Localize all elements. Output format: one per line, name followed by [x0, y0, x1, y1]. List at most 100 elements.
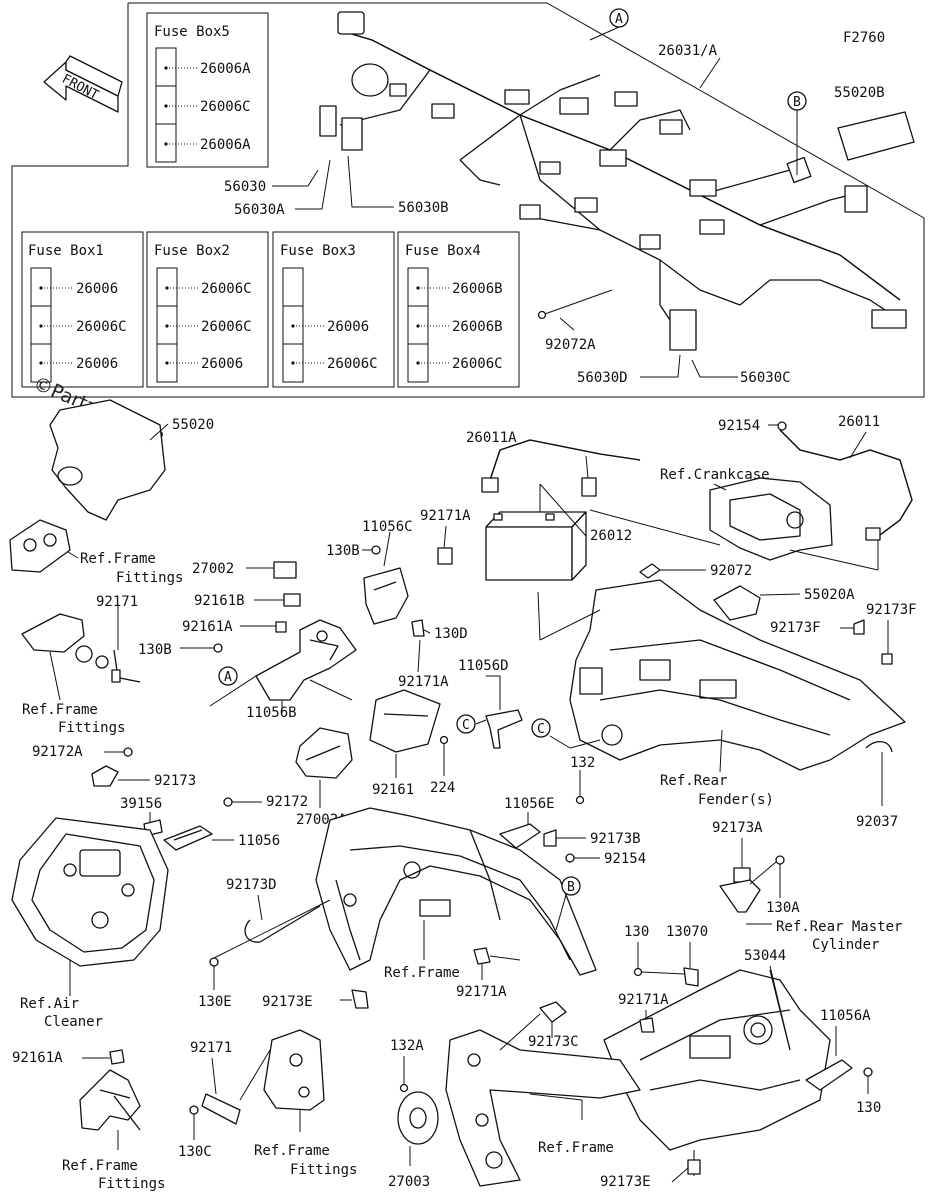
- part-label: 26031/A: [658, 43, 718, 59]
- fuse-part-number: 26006C: [327, 356, 378, 372]
- part-label: 56030: [224, 179, 266, 195]
- svg-text:A: A: [615, 12, 623, 27]
- part-label: Ref.Rear: [660, 773, 727, 789]
- part-26011a-cable: [481, 439, 641, 497]
- pad-55020b: [837, 111, 915, 161]
- part-label: 11056: [238, 833, 280, 849]
- part-label: 92171: [190, 1040, 232, 1056]
- callout-b-top: B: [787, 91, 807, 175]
- part-92161-ecu: [369, 689, 441, 753]
- fuse-box-title: Fuse Box2: [154, 243, 230, 259]
- part-label: 11056C: [362, 519, 413, 535]
- part-label: 56030A: [234, 202, 285, 218]
- front-arrow-icon: FRONT: [43, 55, 123, 113]
- fuse-box-title: Fuse Box4: [405, 243, 481, 259]
- part-label: 130C: [178, 1144, 212, 1160]
- part-label: 92173D: [226, 877, 277, 893]
- fuse-part-number: 26006C: [200, 99, 251, 115]
- part-label: 92172A: [32, 744, 83, 760]
- svg-text:B: B: [793, 95, 801, 110]
- part-11056a-bracket: [805, 1059, 853, 1091]
- part-55020: [49, 399, 166, 521]
- part-label: Ref.Frame: [254, 1143, 330, 1159]
- frame-fitting-left-upper: [9, 519, 71, 573]
- part-label: 92173A: [712, 820, 763, 836]
- harness-inset-frame: [11, 2, 925, 398]
- rear-master-cylinder-bracket: [719, 879, 761, 913]
- part-label: 92171: [96, 594, 138, 610]
- part-label: 56030B: [398, 200, 449, 216]
- part-label: 92072: [710, 563, 752, 579]
- part-label: 92161B: [194, 593, 245, 609]
- part-label: 130A: [766, 900, 800, 916]
- part-label: Ref.Frame: [384, 965, 460, 981]
- part-label: Fittings: [290, 1162, 357, 1178]
- part-label: 92173E: [600, 1174, 651, 1190]
- ref-air-cleaner: [11, 817, 169, 967]
- part-11056e-bracket: [499, 823, 541, 849]
- part-label: 27003: [388, 1174, 430, 1190]
- part-label: 92173C: [528, 1034, 579, 1050]
- fuse-part-number: 26006B: [452, 319, 503, 335]
- part-label: 11056B: [246, 705, 297, 721]
- part-label: Ref.Air: [20, 996, 79, 1012]
- part-label: 92161A: [182, 619, 233, 635]
- fuse-box-title: Fuse Box5: [154, 24, 230, 40]
- ref-frame-center: [315, 807, 597, 976]
- frame-fitting-left-lower: [79, 1069, 141, 1131]
- part-label: 130D: [434, 626, 468, 642]
- part-92171-strap: [201, 1093, 241, 1125]
- part-label: 92037: [856, 814, 898, 830]
- part-92171-holder: [21, 613, 141, 683]
- ref-frame-rear: [603, 969, 831, 1151]
- fuse-part-number: 26006: [76, 356, 118, 372]
- part-label: 92171A: [618, 992, 669, 1008]
- callout-c-right: C: [531, 718, 601, 749]
- part-label: 92161: [372, 782, 414, 798]
- part-label: 130: [856, 1100, 881, 1116]
- part-label: 130E: [198, 994, 232, 1010]
- fuse-part-number: 26006A: [200, 61, 251, 77]
- ref-frame-lower: [445, 1029, 641, 1187]
- part-26012-battery: [485, 511, 587, 581]
- part-label: 92171A: [420, 508, 471, 524]
- part-27003-horn: [397, 1091, 439, 1145]
- part-label: 92173F: [866, 602, 917, 618]
- part-55020a: [713, 585, 761, 621]
- part-27002: [273, 561, 297, 579]
- part-label: 130B: [138, 642, 172, 658]
- fuse-part-number: 26006C: [201, 281, 252, 297]
- part-label: 26011A: [466, 430, 517, 446]
- part-92072: [639, 563, 661, 579]
- part-label: 11056E: [504, 796, 555, 812]
- part-label: 55020: [172, 417, 214, 433]
- callout-c-left: C: [456, 714, 487, 734]
- part-label: 132A: [390, 1038, 424, 1054]
- part-label: Fittings: [58, 720, 125, 736]
- part-label: Ref.Rear Master: [776, 919, 902, 935]
- part-11056b-bracket: [255, 619, 357, 701]
- part-11056-bracket: [163, 825, 213, 851]
- part-label: 92171A: [398, 674, 449, 690]
- fuse-box-title: Fuse Box3: [280, 243, 356, 259]
- part-label: 92173: [154, 773, 196, 789]
- svg-text:B: B: [567, 880, 575, 895]
- part-11056c-bracket: [363, 567, 409, 625]
- part-label: Ref.Frame: [62, 1158, 138, 1174]
- part-label: 92161A: [12, 1050, 63, 1066]
- part-label: Fittings: [98, 1176, 165, 1192]
- part-11056d-bracket: [485, 709, 523, 749]
- fuse-part-number: 26006C: [201, 319, 252, 335]
- part-label: Ref.Crankcase: [660, 467, 770, 483]
- fuse-box-4: Fuse Box4 26006B 26006B 26006C: [397, 231, 520, 388]
- part-label: 92172: [266, 794, 308, 810]
- callout-a-top: A: [589, 8, 629, 41]
- part-label: Ref.Frame: [22, 702, 98, 718]
- fuse-part-number: 26006C: [452, 356, 503, 372]
- part-label: 53044: [744, 948, 786, 964]
- frame-fitting-center-lower: [263, 1029, 325, 1111]
- part-label: 56030C: [740, 370, 791, 386]
- part-92173-clamp: [91, 765, 119, 787]
- part-label: Fittings: [116, 570, 183, 586]
- fuse-part-number: 26006A: [200, 137, 251, 153]
